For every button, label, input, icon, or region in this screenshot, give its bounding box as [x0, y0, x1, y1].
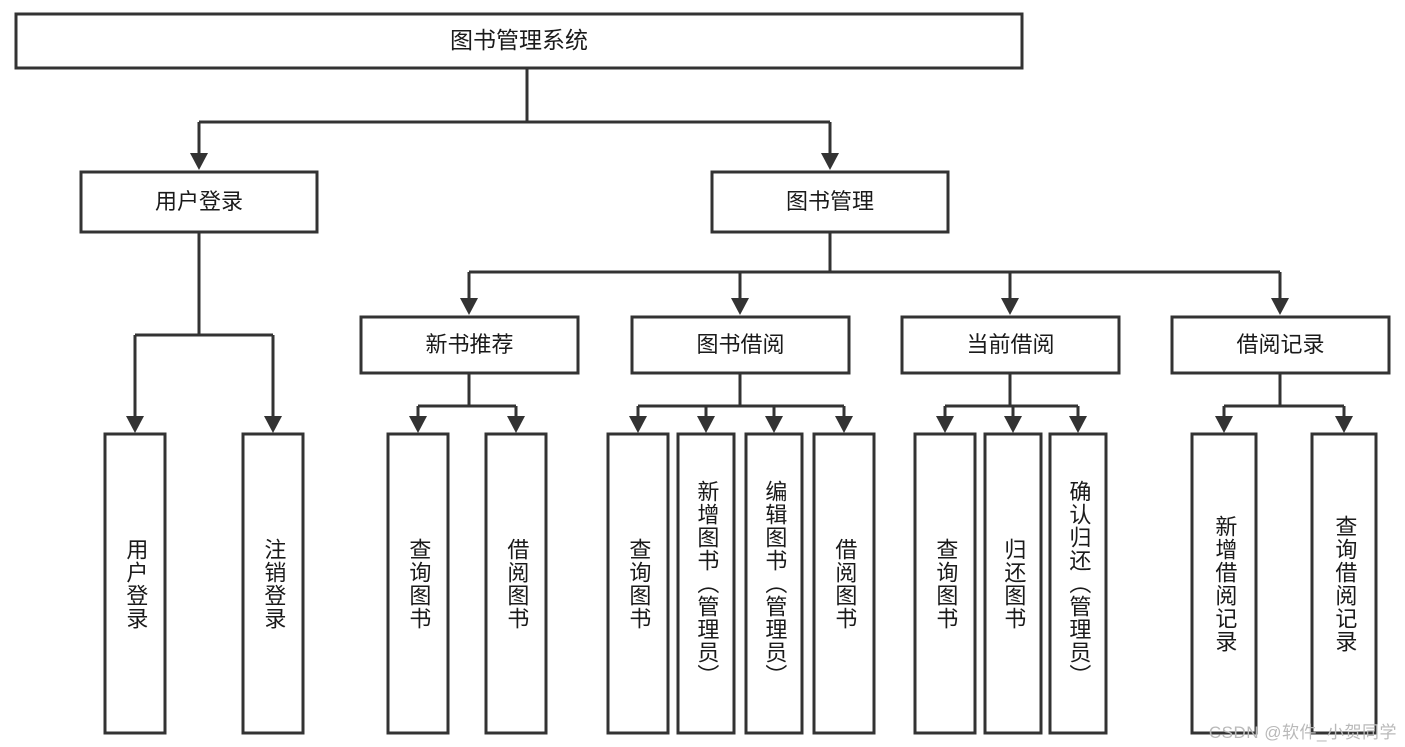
arrow-to-leaf-borrow-recommend	[507, 416, 525, 433]
arrow-to-userlogin	[190, 153, 208, 170]
node-borrow-record[interactable]: 借阅记录	[1170, 315, 1391, 375]
node-box-leaf-borrow-book-recommend	[484, 432, 548, 735]
node-box-root	[14, 12, 1024, 70]
node-leaf-borrow-book-recommend[interactable]	[484, 432, 548, 735]
arrow-to-currentborrow	[1001, 298, 1019, 315]
arrow-to-leaf-logout	[264, 416, 282, 433]
arrow-to-leaf-query-current	[936, 416, 954, 433]
node-current-borrow[interactable]: 当前借阅	[900, 315, 1121, 375]
arrow-to-bookmgmt	[821, 153, 839, 170]
node-label-user-login: 用户登录	[155, 189, 243, 214]
arrow-to-leaf-user-login	[126, 416, 144, 433]
node-leaf-add-borrow-record[interactable]	[1190, 432, 1258, 735]
arrow-to-borrowrecord	[1271, 298, 1289, 315]
node-new-book-recommend[interactable]: 新书推荐	[359, 315, 580, 375]
node-box-leaf-edit-book	[744, 432, 804, 735]
node-user-login[interactable]: 用户登录	[79, 170, 319, 234]
node-leaf-borrow-book[interactable]	[812, 432, 876, 735]
node-label-new-book-recommend: 新书推荐	[425, 332, 513, 357]
node-box-new-book-recommend	[359, 315, 580, 375]
node-box-leaf-confirm-return	[1048, 432, 1108, 735]
node-leaf-add-book[interactable]	[676, 432, 736, 735]
arrow-to-leaf-add-record	[1215, 416, 1233, 433]
node-leaf-edit-book[interactable]	[744, 432, 804, 735]
arrow-to-leaf-query-record	[1335, 416, 1353, 433]
node-leaf-query-book-borrow[interactable]	[606, 432, 670, 735]
node-box-leaf-query-book-recommend	[386, 432, 450, 735]
arrow-heads-group	[126, 153, 1353, 433]
arrow-to-leaf-confirm-return	[1069, 416, 1087, 433]
node-label-current-borrow: 当前借阅	[966, 332, 1054, 357]
arrow-to-bookborrow	[731, 298, 749, 315]
node-leaf-user-login[interactable]	[103, 432, 167, 735]
node-box-user-login	[79, 170, 319, 234]
node-leaf-query-book-current[interactable]	[913, 432, 977, 735]
node-box-leaf-query-borrow-record	[1310, 432, 1378, 735]
node-box-leaf-user-login	[103, 432, 167, 735]
node-box-leaf-borrow-book	[812, 432, 876, 735]
node-box-leaf-return-book	[983, 432, 1043, 735]
node-box-book-management	[710, 170, 950, 234]
node-leaf-confirm-return[interactable]	[1048, 432, 1108, 735]
node-book-borrow[interactable]: 图书借阅	[630, 315, 851, 375]
node-box-borrow-record	[1170, 315, 1391, 375]
node-box-leaf-query-book-borrow	[606, 432, 670, 735]
arrow-to-leaf-return-book	[1004, 416, 1022, 433]
arrow-to-leaf-query-recommend	[409, 416, 427, 433]
arrow-to-recommend	[460, 298, 478, 315]
node-box-leaf-add-borrow-record	[1190, 432, 1258, 735]
node-leaf-return-book[interactable]	[983, 432, 1043, 735]
node-box-leaf-query-book-current	[913, 432, 977, 735]
node-box-current-borrow	[900, 315, 1121, 375]
node-root[interactable]: 图书管理系统	[14, 12, 1024, 70]
node-label-book-management: 图书管理	[786, 189, 874, 214]
node-label-borrow-record: 借阅记录	[1236, 332, 1324, 357]
arrow-to-leaf-add-book	[697, 416, 715, 433]
node-box-leaf-logout	[241, 432, 305, 735]
node-leaf-query-book-recommend[interactable]	[386, 432, 450, 735]
watermark-text: CSDN @软件_小贺同学	[1208, 723, 1397, 742]
node-box-leaf-add-book	[676, 432, 736, 735]
arrow-to-leaf-edit-book	[765, 416, 783, 433]
arrow-to-leaf-query-borrow	[629, 416, 647, 433]
node-leaf-query-borrow-record[interactable]	[1310, 432, 1378, 735]
node-label-root: 图书管理系统	[450, 27, 588, 53]
node-box-book-borrow	[630, 315, 851, 375]
arrow-to-leaf-borrow-book	[835, 416, 853, 433]
node-book-management[interactable]: 图书管理	[710, 170, 950, 234]
node-leaf-logout[interactable]	[241, 432, 305, 735]
node-label-book-borrow: 图书借阅	[696, 332, 784, 357]
